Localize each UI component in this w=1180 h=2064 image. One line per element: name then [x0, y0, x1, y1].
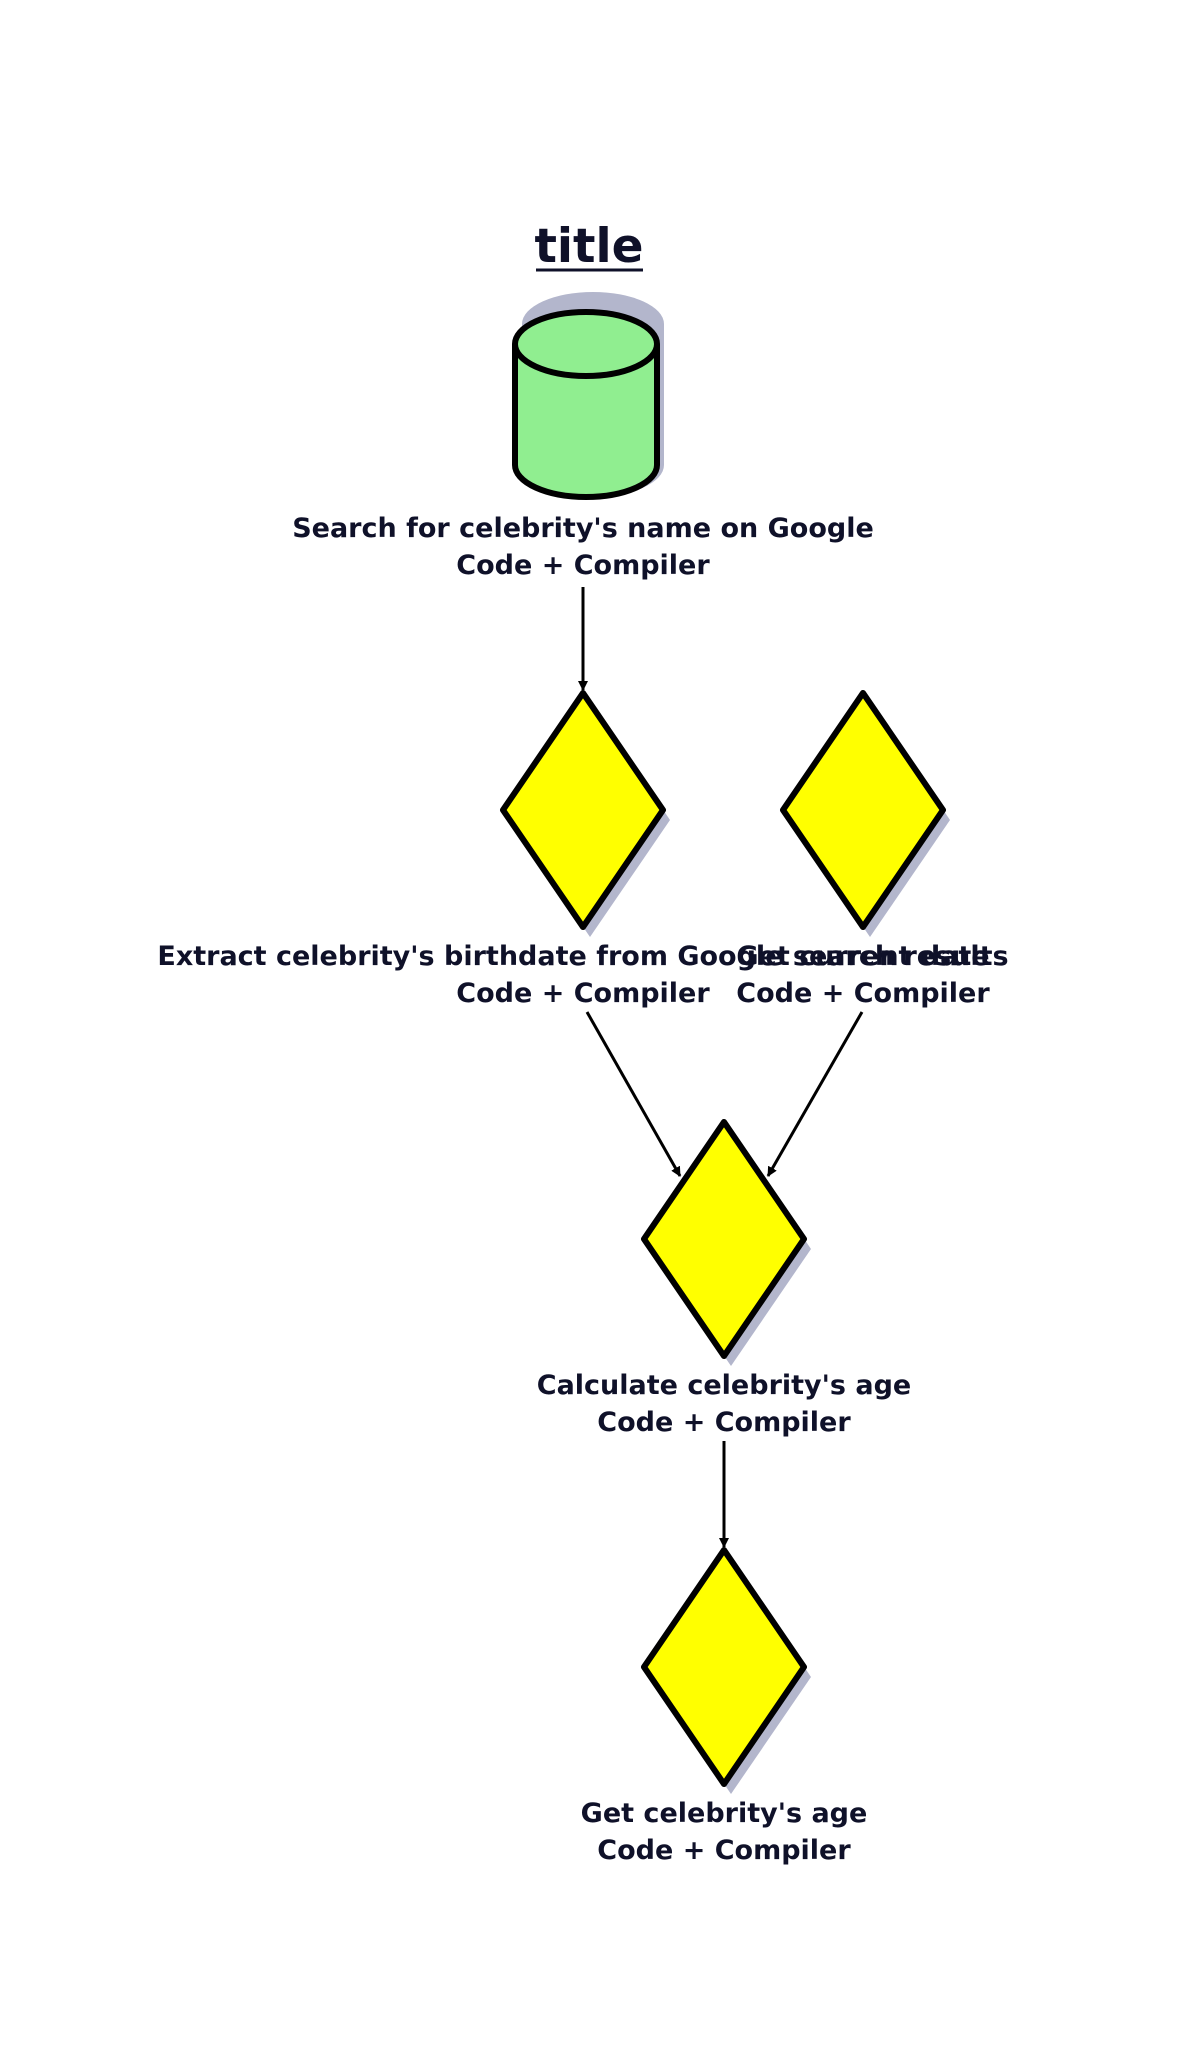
node-get-age-label: Get celebrity's age — [581, 1798, 868, 1829]
edge-extract-to-calculate — [585, 1011, 682, 1177]
node-current-date[interactable]: Get current date Code + Compiler — [736, 690, 990, 1009]
node-extract[interactable]: Extract celebrity's birthdate from Googl… — [157, 690, 1009, 1009]
decision-diamond-icon — [780, 690, 950, 937]
diagram-title: title — [534, 219, 643, 274]
node-current-date-sublabel: Code + Compiler — [736, 978, 990, 1009]
node-search[interactable]: Search for celebrity's name on Google Co… — [292, 292, 874, 581]
node-current-date-label: Get current date — [736, 941, 989, 972]
node-get-age[interactable]: Get celebrity's age Code + Compiler — [581, 1547, 868, 1866]
edge-current-date-to-calculate — [766, 1011, 864, 1177]
node-search-sublabel: Code + Compiler — [456, 550, 710, 581]
decision-diamond-icon — [641, 1119, 811, 1366]
title-text: title — [534, 219, 643, 274]
decision-diamond-icon — [500, 690, 670, 937]
node-search-label: Search for celebrity's name on Google — [292, 513, 874, 544]
node-calculate[interactable]: Calculate celebrity's age Code + Compile… — [537, 1119, 912, 1438]
decision-diamond-icon — [641, 1547, 811, 1794]
node-extract-label: Extract celebrity's birthdate from Googl… — [157, 941, 1008, 972]
node-get-age-sublabel: Code + Compiler — [597, 1835, 851, 1866]
edges — [578, 587, 864, 1548]
database-cylinder-icon — [512, 292, 664, 500]
node-extract-sublabel: Code + Compiler — [456, 978, 710, 1009]
node-calculate-sublabel: Code + Compiler — [597, 1407, 851, 1438]
node-calculate-label: Calculate celebrity's age — [537, 1370, 912, 1401]
